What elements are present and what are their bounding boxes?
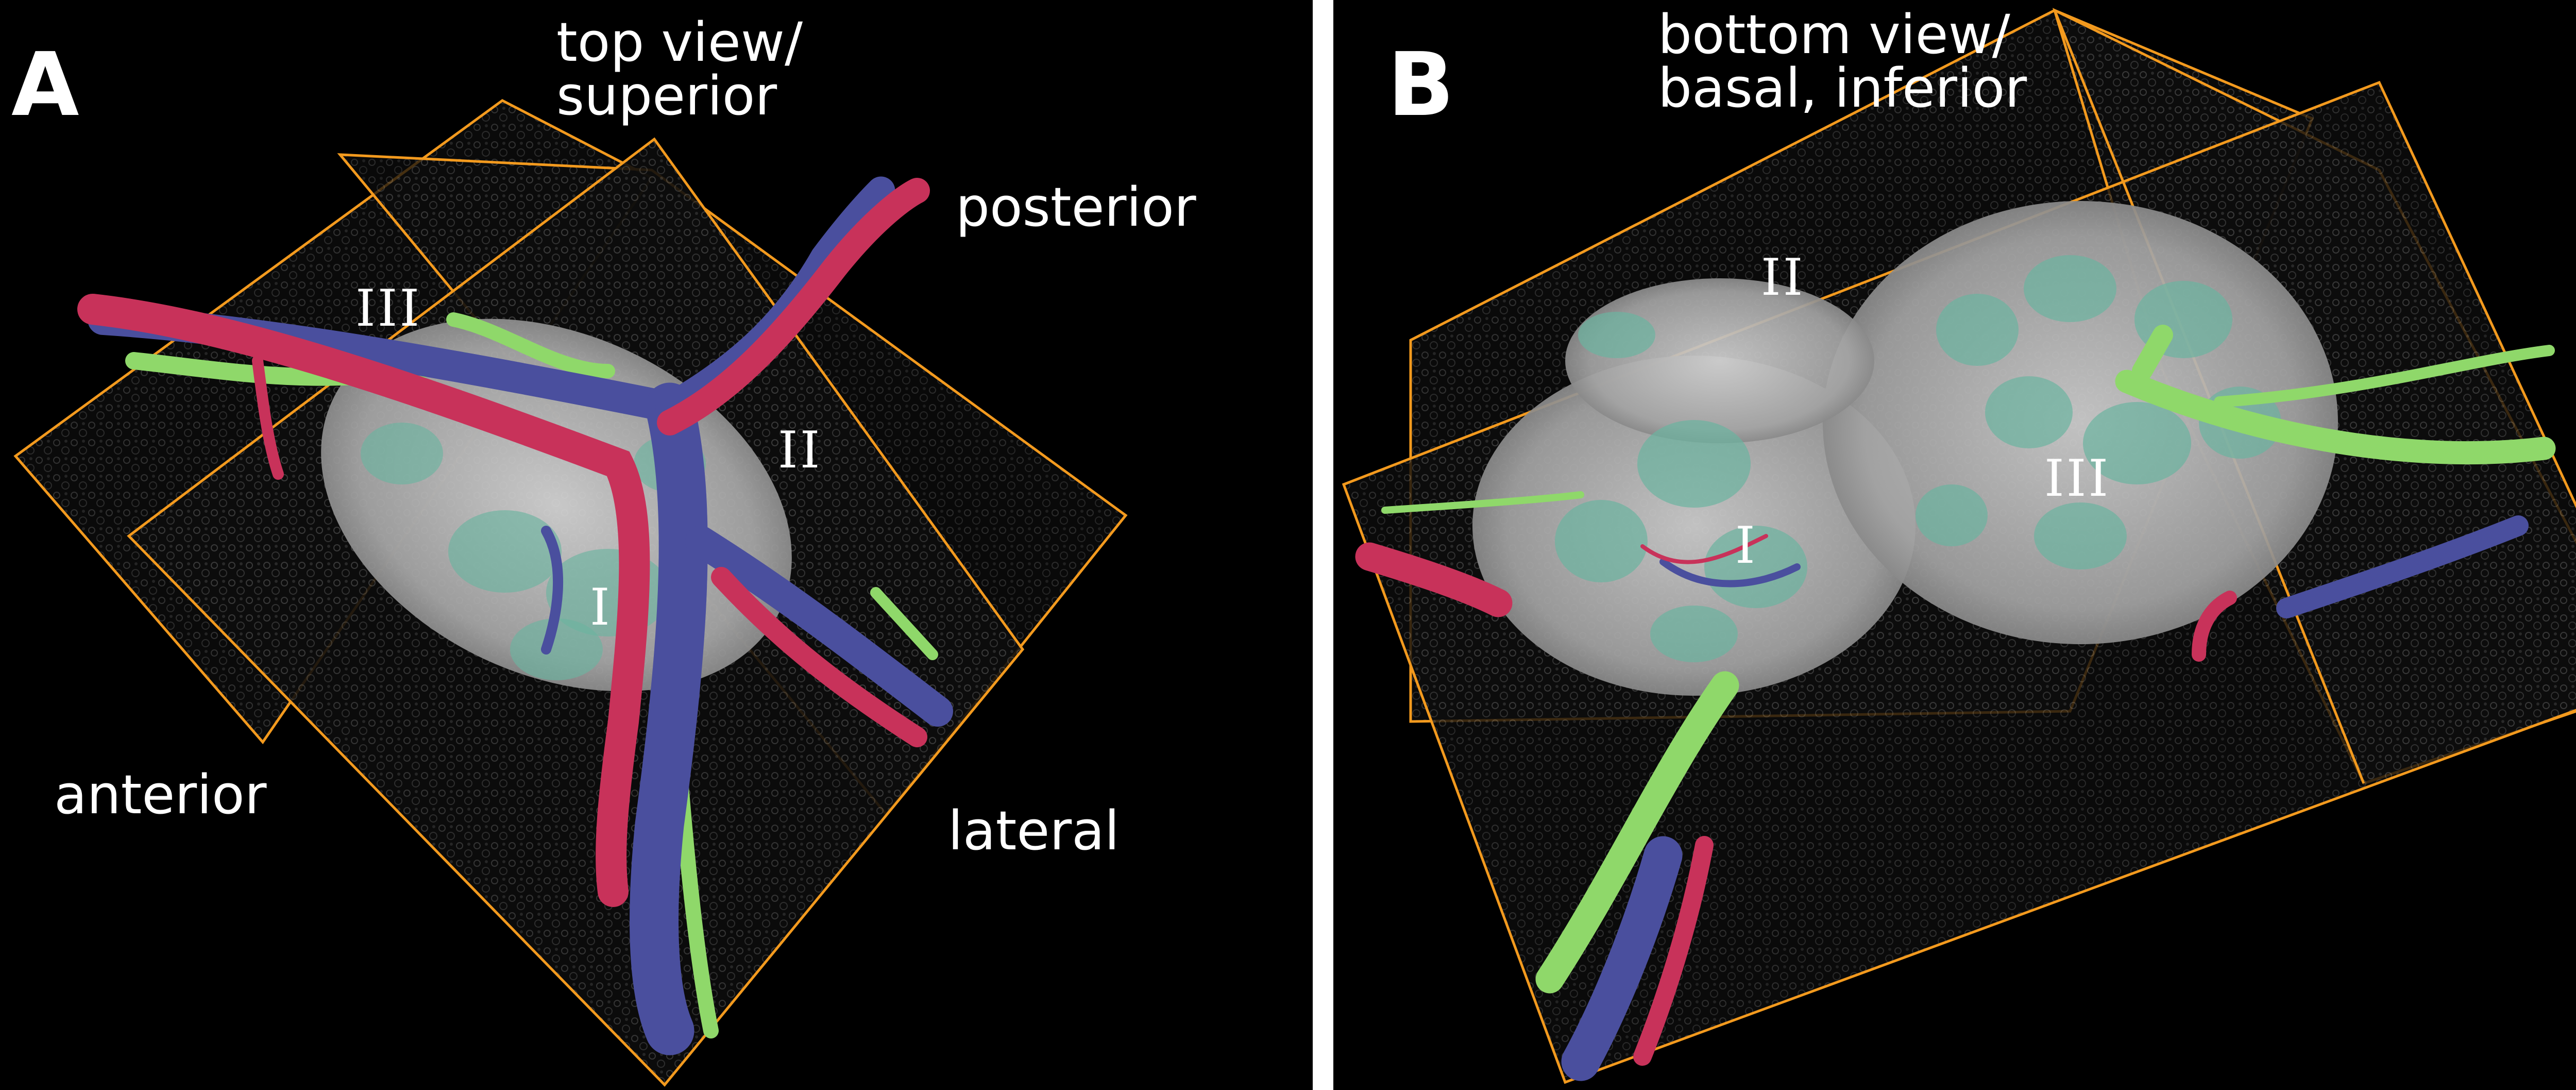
label-lateral: lateral [948,799,1120,862]
lobules [1555,255,2281,662]
ducts-green [1381,325,2556,994]
panel-a: A top view/ superior posterior anterior … [0,0,1313,1090]
label-bottom-basal-inferior: bottom view/ basal, inferior [1658,3,2027,120]
panel-a-rendering [13,99,1128,1087]
label-anterior: anterior [54,763,267,826]
label-posterior: posterior [956,176,1196,239]
panel-letter-b: B [1387,34,1454,136]
label-top-superior: top view/ superior [556,11,803,127]
lobe-label-i: I [1735,516,1757,575]
lobe-label-iii: III [2044,449,2111,508]
panel-letter-a: A [11,34,79,136]
lobe-label-ii: II [778,421,822,480]
arteries-red [77,178,930,907]
lobe-label-ii: II [1761,248,1805,307]
lobe-label-i: I [590,578,612,637]
lobe-label-iii: III [355,279,422,338]
veins-blue [1561,515,2529,1081]
panel-b-rendering [1342,8,2576,1084]
arteries-red [1355,534,2237,1066]
panel-b: B bottom view/ basal, inferior I II III [1333,0,2576,1090]
